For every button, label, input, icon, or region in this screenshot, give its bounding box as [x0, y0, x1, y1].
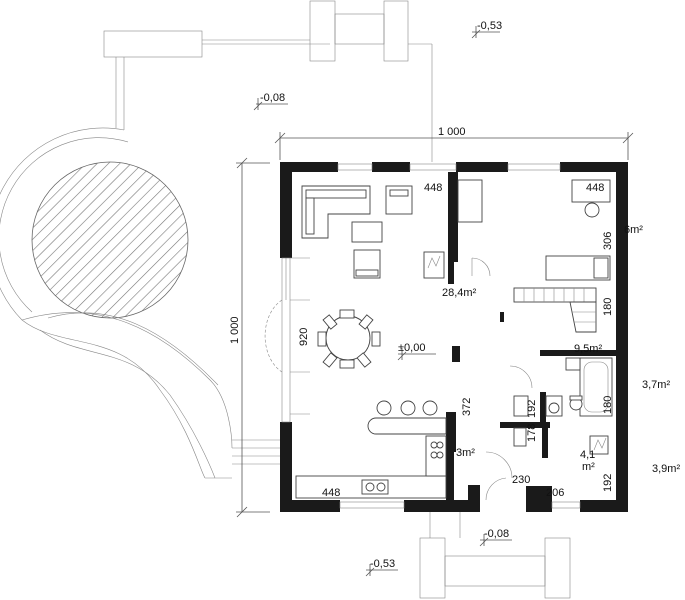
dim-wc-b: 178 [526, 424, 538, 442]
area-boiler-unit: m² [582, 461, 595, 473]
top-steps [309, 0, 336, 62]
level-bottom-mid: -0,08 [484, 528, 509, 540]
desk [571, 179, 611, 203]
coffee-table [351, 221, 383, 243]
dim-stair-side: 180 [602, 298, 614, 316]
level-marker-bottom-left: -0,53 [365, 558, 398, 577]
level-marker-floor: ±0,00 [397, 342, 436, 361]
wardrobe [457, 179, 483, 223]
level-top-left: -0,08 [260, 92, 285, 104]
kitchen-bar [367, 417, 447, 435]
dim-overall-width: 1 000 [438, 126, 466, 138]
terrace-bench-top [103, 30, 203, 58]
area-bath: 3,7m² [642, 379, 670, 391]
dim-bath-side: 180 [602, 396, 614, 414]
level-marker-bottom-mid: -0,08 [479, 528, 512, 547]
dim-right-192: 192 [602, 474, 614, 492]
dim-hall-vertical: 372 [461, 398, 473, 416]
dim-wc-a: 192 [526, 400, 538, 418]
level-marker-top-left: -0,08 [253, 92, 288, 111]
area-utility: 3,9m² [652, 463, 680, 475]
dim-window-left: 920 [298, 328, 310, 346]
dim-door-230: 230 [512, 474, 530, 486]
dim-overall-height: 1 000 [229, 316, 241, 344]
dim-bottom-206: 206 [546, 487, 564, 499]
walls [280, 162, 628, 512]
area-hall: 9,5m² [574, 343, 602, 355]
garden-pool [31, 161, 189, 319]
level-markers: -0,53 -0,08 ±0,00 -0,08 -0,53 [253, 20, 512, 577]
dim-living-top: 448 [424, 182, 442, 194]
terrace [0, 0, 571, 599]
fireplace [423, 251, 445, 279]
dim-kitchen-bottom: 448 [322, 487, 340, 499]
washbasin [565, 357, 581, 371]
stairs [513, 287, 597, 333]
area-labels: 6m² 28,4m² 9,5m² 3,7m² 3m² 4,1 m² 3,9m² [442, 224, 680, 475]
sofa [301, 185, 371, 239]
level-floor: ±0,00 [398, 342, 425, 354]
furniture [295, 179, 613, 501]
dimension-lines [236, 132, 634, 518]
level-marker-top-right: -0,53 [471, 20, 502, 39]
dim-bedroom-top: 448 [586, 182, 604, 194]
bathtub [579, 357, 613, 417]
dim-bedroom-side: 306 [602, 232, 614, 250]
dimension-labels: 1 000 1 000 448 448 306 180 920 372 180 … [229, 126, 614, 499]
area-kitchen: 3m² [456, 447, 475, 459]
level-bottom-left: -0,53 [370, 558, 395, 570]
hob [430, 441, 438, 449]
level-top-right: -0,53 [477, 20, 502, 32]
bottom-steps [419, 537, 446, 599]
area-living: 28,4m² [442, 287, 477, 299]
area-boiler-value: 4,1 [580, 449, 595, 461]
windows [264, 163, 581, 509]
area-bedroom: 6m² [624, 224, 643, 236]
